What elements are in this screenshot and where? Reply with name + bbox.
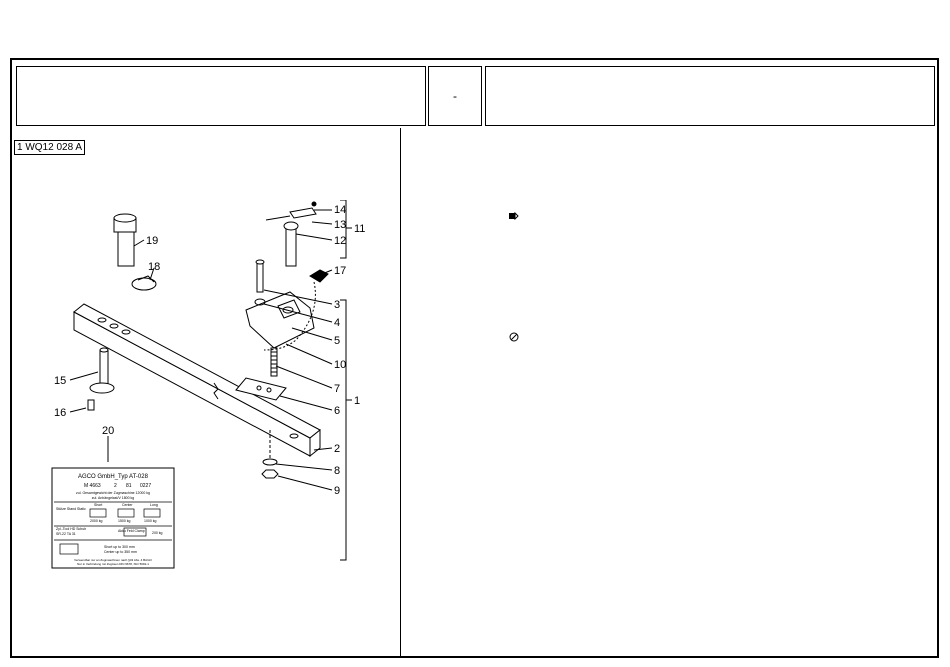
- plate-mid1: Zyl.-Tool HD Schub: [56, 527, 86, 531]
- plate-col3: Center: [122, 503, 133, 507]
- plate-load3: 1000 kg: [144, 519, 157, 523]
- column-divider: [400, 128, 401, 658]
- arrow-box-icon: [509, 211, 519, 223]
- callout-9: 9: [334, 485, 340, 497]
- callout-17: 17: [334, 265, 346, 277]
- header-middle-text: -: [453, 89, 457, 103]
- callout-7: 7: [334, 383, 340, 395]
- plate-foot1: Verwendbar nur an Zugmaschinen nach §43 …: [74, 558, 152, 562]
- callout-16: 16: [54, 407, 66, 419]
- plate-approval-4: 0227: [140, 483, 151, 489]
- callout-12: 12: [334, 235, 346, 247]
- header-description-box: [485, 66, 935, 126]
- page-frame: - 1 WQ12 028 A: [10, 58, 939, 658]
- plate-load4: 200 kg: [152, 531, 163, 535]
- callout-6: 6: [334, 405, 340, 417]
- callout-2: 2: [334, 443, 340, 455]
- callout-10: 10: [334, 359, 346, 371]
- reference-label: 1 WQ12 028 A: [14, 140, 86, 155]
- plate-approval: M 4663: [84, 483, 101, 489]
- plate-line3: zul. Gesamtgewicht der Zugmaschine 12000…: [76, 491, 150, 495]
- exploded-parts-drawing: 14 13 12 11 19 18 17 3 4 5 10 7 6 1 2 8 …: [51, 200, 365, 569]
- plate-shot1: Short up to 300 mm: [104, 545, 135, 549]
- plate-approval-3: 81: [126, 483, 132, 489]
- circle-slash-icon: [509, 332, 519, 345]
- callout-11: 11: [354, 223, 365, 235]
- callout-5: 5: [334, 335, 340, 347]
- callout-3: 3: [334, 299, 340, 311]
- plate-load1: 2000 kg: [90, 519, 103, 523]
- callout-13: 13: [334, 219, 346, 231]
- plate-col1: Stütze Stand Static: [56, 507, 86, 511]
- plate-mid2: SR-22 TA 31: [56, 532, 76, 536]
- callout-1: 1: [354, 395, 360, 407]
- callout-8: 8: [334, 465, 340, 477]
- plate-title: AGCO GmbH_Typ AT-028: [78, 474, 149, 480]
- plate-col2: Short: [94, 503, 102, 507]
- plate-shot2: Center up to 350 mm: [104, 550, 137, 554]
- callout-20: 20: [102, 425, 114, 437]
- header-middle-box: -: [428, 66, 482, 126]
- callout-14: 14: [334, 204, 346, 216]
- plate-approval-2: 2: [114, 483, 117, 489]
- plate-load2: 1500 kg: [118, 519, 131, 523]
- callout-18: 18: [148, 261, 160, 273]
- callout-4: 4: [334, 317, 340, 329]
- callout-19: 19: [146, 235, 158, 247]
- callout-15: 15: [54, 375, 66, 387]
- header-title-box: [16, 66, 426, 126]
- plate-line4: zul. Anhängelast/V 1800 kg: [92, 496, 134, 500]
- plate-foot2: Nur in Verbindung mit Zugösen DIN 9678, …: [77, 562, 149, 566]
- plate-col4: Long: [150, 503, 158, 507]
- plate-mid3: Akku Feld Clamp: [118, 529, 145, 533]
